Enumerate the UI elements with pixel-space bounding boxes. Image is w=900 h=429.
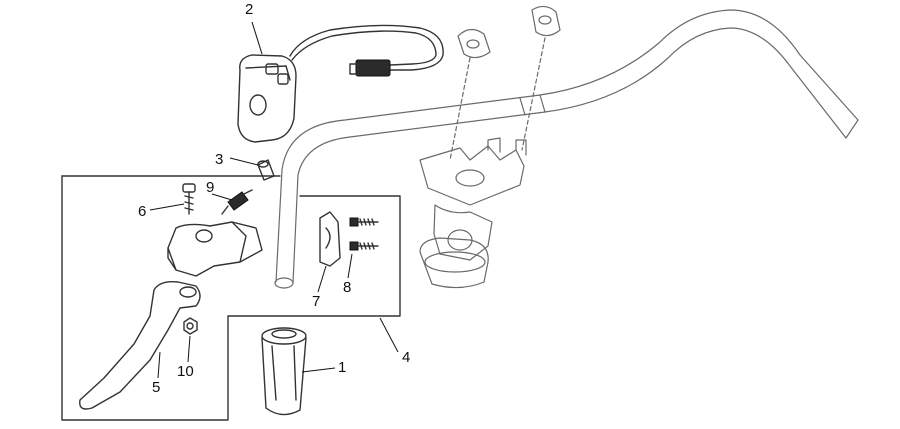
callout-10: 10	[177, 363, 194, 380]
nut-part-10	[183, 317, 198, 335]
callout-7: 7	[312, 293, 320, 310]
callout-8: 8	[343, 279, 351, 296]
handlebar	[274, 9, 859, 289]
screw-part-6	[182, 183, 196, 215]
bar-end-fitting	[257, 159, 275, 181]
lever-part-5	[79, 280, 201, 410]
switch-housing	[237, 24, 444, 143]
lever-assembly-frame	[61, 175, 401, 421]
switch-part-9	[221, 189, 253, 215]
callout-9: 9	[206, 179, 214, 196]
steering-head-assembly	[419, 137, 527, 289]
upper-handlebar-clamps	[449, 5, 561, 161]
callout-4: 4	[402, 349, 410, 366]
handlebar-grip	[261, 327, 307, 416]
clamp-part-7	[319, 211, 341, 267]
callout-3: 3	[215, 151, 223, 168]
screws-part-8	[349, 217, 379, 251]
callout-2: 2	[245, 1, 253, 18]
leader-lines	[149, 21, 399, 379]
callout-1: 1	[338, 359, 346, 376]
callout-5: 5	[152, 379, 160, 396]
lever-bracket	[167, 221, 263, 277]
callout-6: 6	[138, 203, 146, 220]
